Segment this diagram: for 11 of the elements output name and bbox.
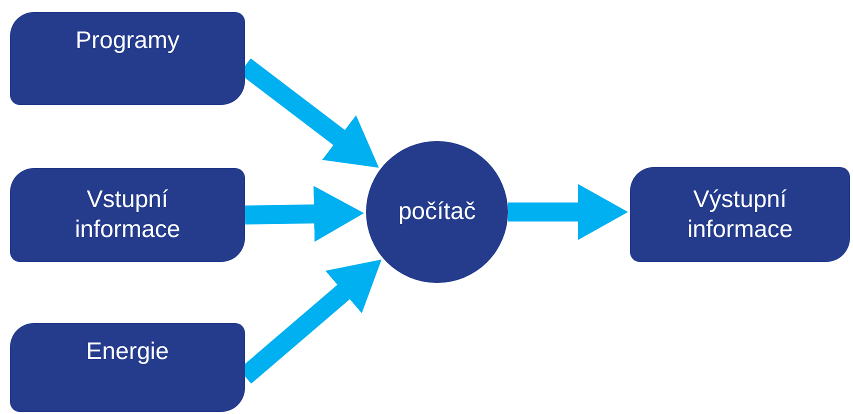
node-label: Výstupní informace xyxy=(686,184,794,244)
process-box xyxy=(10,12,245,105)
arrow xyxy=(508,184,628,240)
node-label: Energie xyxy=(86,337,169,367)
node-label: Programy xyxy=(75,26,180,56)
process-box xyxy=(10,323,245,412)
node-label: Vstupní informace xyxy=(74,185,182,245)
node-label: počítač xyxy=(398,197,476,227)
arrow xyxy=(244,186,364,242)
process-box xyxy=(10,168,245,262)
process-box xyxy=(630,167,850,262)
